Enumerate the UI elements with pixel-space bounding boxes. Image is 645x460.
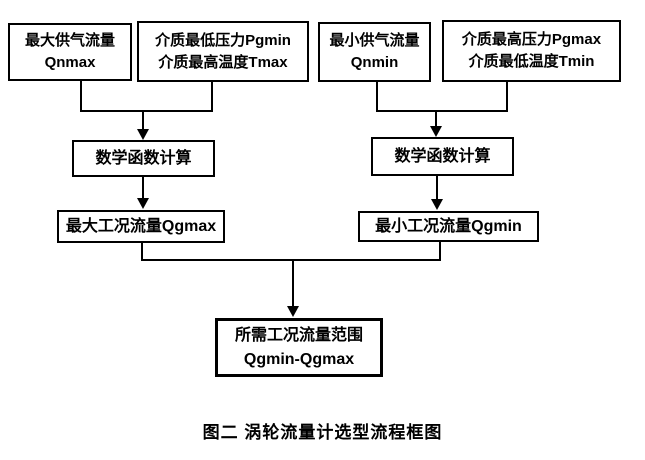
node-min-pressure-max-temp: 介质最低压力Pgmin 介质最高温度Tmax (137, 21, 309, 82)
connector-calc-to-qgmin-stem (436, 176, 438, 200)
connector-qgmax-drop (141, 243, 143, 261)
connector-left-drop-1 (80, 81, 82, 112)
node-qgmin: 最小工况流量Qgmin (358, 211, 539, 242)
connector-left-arrow-stem (142, 111, 144, 130)
arrow-down-icon (287, 306, 299, 317)
node-result-range-line1: 所需工况流量范围 (234, 327, 363, 345)
figure-caption: 图二 涡轮流量计选型流程框图 (202, 423, 443, 442)
connector-calc-to-qgmax-stem (142, 177, 144, 199)
node-qgmax-label: 最大工况流量Qgmax (65, 217, 217, 235)
node-min-supply-flow-line2: Qnmin (350, 54, 399, 71)
node-math-calc-left-label: 数学函数计算 (95, 149, 192, 167)
connector-left-merge-bar (80, 110, 213, 112)
node-result-range-line2: Qgmin-Qgmax (243, 350, 355, 368)
arrow-down-icon (430, 126, 442, 137)
node-qgmin-label: 最小工况流量Qgmin (375, 217, 522, 235)
node-result-range: 所需工况流量范围 Qgmin-Qgmax (215, 318, 383, 377)
connector-left-drop-2 (211, 82, 213, 112)
node-math-calc-left: 数学函数计算 (72, 140, 215, 177)
arrow-down-icon (137, 198, 149, 209)
node-max-supply-flow: 最大供气流量 Qnmax (8, 23, 132, 81)
connector-right-drop-1 (376, 82, 378, 112)
node-min-supply-flow-line1: 最小供气流量 (329, 32, 420, 50)
connector-result-arrow-stem (292, 261, 294, 307)
connector-right-drop-2 (506, 82, 508, 112)
node-min-supply-flow: 最小供气流量 Qnmin (318, 22, 431, 82)
node-max-temp-line: 介质最高温度Tmax (158, 53, 288, 71)
node-min-temp-line: 介质最低温度Tmin (468, 53, 595, 70)
node-max-pressure-min-temp: 介质最高压力Pgmax 介质最低温度Tmin (442, 20, 621, 82)
node-math-calc-right-label: 数学函数计算 (394, 147, 491, 165)
node-max-supply-flow-line1: 最大供气流量 (24, 32, 115, 50)
connector-right-arrow-stem (435, 111, 437, 127)
node-max-pressure-line: 介质最高压力Pgmax (461, 31, 602, 49)
node-math-calc-right: 数学函数计算 (371, 137, 514, 176)
node-qgmax: 最大工况流量Qgmax (57, 210, 225, 243)
arrow-down-icon (137, 129, 149, 140)
arrow-down-icon (431, 199, 443, 210)
node-max-supply-flow-line2: Qnmax (44, 54, 96, 71)
connector-result-merge-bar (141, 259, 441, 261)
connector-right-merge-bar (376, 110, 508, 112)
connector-qgmin-drop (439, 242, 441, 261)
node-min-pressure-line: 介质最低压力Pgmin (155, 31, 291, 49)
